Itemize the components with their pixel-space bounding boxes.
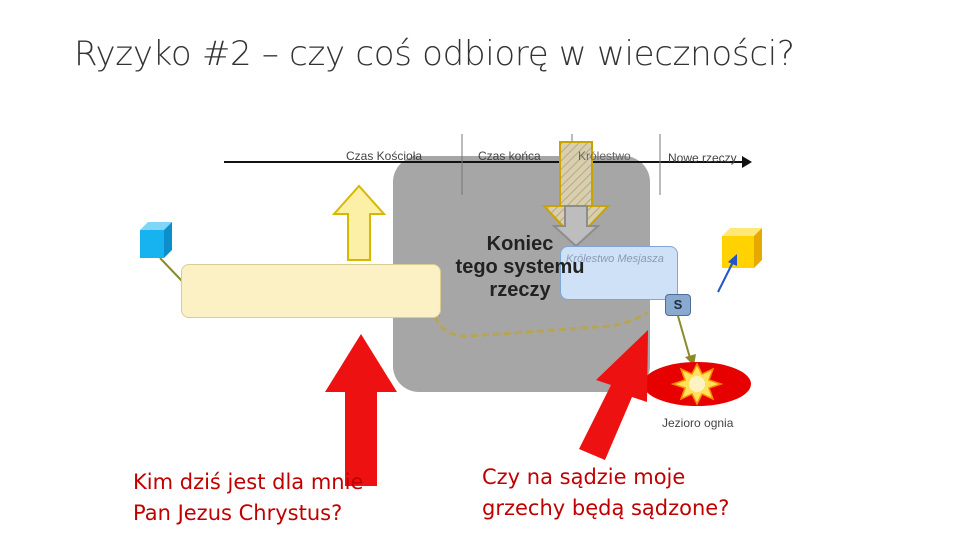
blue-cube (140, 222, 172, 258)
lake-of-fire-label: Jezioro ognia (662, 416, 734, 430)
messiah-kingdom-box (560, 246, 678, 300)
yellow-cube (722, 228, 762, 268)
end-of-system-line-3: rzeczy (489, 279, 551, 301)
question-left-line-1: Kim dziś jest dla mnie (133, 470, 364, 494)
church-age-band (181, 264, 441, 318)
end-of-system-line-1: Koniec (486, 233, 554, 255)
olive-arrow-2 (677, 315, 691, 359)
dashed-olive-path (430, 305, 649, 338)
label-nowe-rzeczy: Nowe rzeczy (668, 151, 737, 165)
question-right-line-1: Czy na sądzie moje (482, 465, 686, 489)
timeline-arrowhead (742, 156, 752, 168)
question-right: Czy na sądzie moje grzechy będą sądzone? (482, 462, 729, 524)
end-of-system-line-2: tego systemu (455, 256, 585, 278)
question-right-line-2: grzechy będą sądzone? (482, 496, 730, 520)
slide-title: Ryzyko #2 – czy coś odbiorę w wieczności… (74, 34, 795, 74)
label-krolestwo: Królestwo (578, 149, 631, 163)
messiah-kingdom-label: Królestwo Mesjasza (566, 253, 664, 265)
gray-down-arrow (551, 205, 601, 248)
yellow-up-arrow (331, 184, 387, 261)
blue-arrow (717, 261, 734, 293)
red-arrow-up (325, 334, 397, 486)
s-badge: S (665, 294, 691, 316)
red-arrow-diagonal (579, 330, 648, 460)
kingdom-hatched-arrow-shaft (559, 141, 593, 207)
question-left-line-2: Pan Jezus Chrystus? (133, 501, 343, 525)
label-czas-konca: Czas końca (478, 149, 541, 163)
end-of-system-text: Koniec tego systemu rzeczy (437, 233, 603, 302)
question-left: Kim dziś jest dla mnie Pan Jezus Chrystu… (133, 467, 363, 529)
label-czas-kosciola: Czas Kościoła (346, 149, 423, 163)
